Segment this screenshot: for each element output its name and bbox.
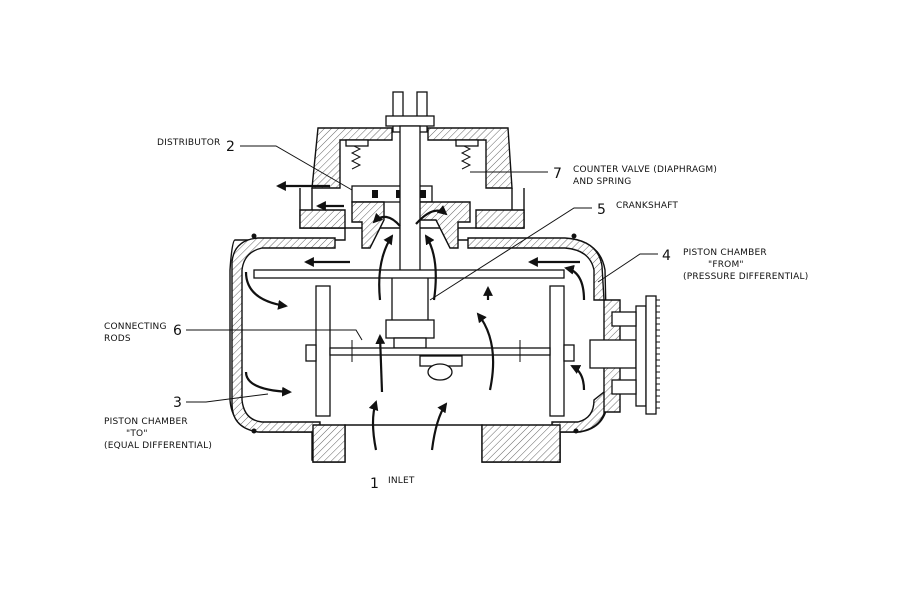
- bolt: [251, 233, 257, 239]
- spring-left: [350, 144, 362, 170]
- housing: [229, 227, 609, 463]
- flow-arrow: [476, 312, 495, 391]
- flow-arrow: [378, 234, 394, 301]
- label-piston-from-line1: PISTON CHAMBER: [683, 248, 767, 258]
- pistons: [253, 269, 575, 417]
- diaphragm-right: [455, 139, 479, 147]
- spring-right: [460, 144, 472, 170]
- flow-arrow: [415, 205, 448, 225]
- flow-arrow: [244, 371, 292, 397]
- label-counter-valve-number: 7: [553, 166, 562, 182]
- cap-right: [427, 127, 513, 189]
- gear-shaft: [635, 305, 647, 407]
- label-connecting-rods-number: 6: [173, 323, 182, 339]
- connecting-rods: [329, 340, 551, 381]
- port: [420, 190, 426, 198]
- piston-nut-right: [563, 344, 575, 362]
- distributor-neck-left: [299, 209, 346, 229]
- bolt: [573, 428, 579, 434]
- leader-piston-from: [597, 253, 658, 283]
- label-inlet-number: 1: [370, 476, 379, 492]
- gear-nut-bottom: [611, 379, 637, 395]
- label-piston-to-line2: "TO": [126, 429, 148, 439]
- bolt: [251, 428, 257, 434]
- rod-eye: [427, 363, 453, 381]
- gear-wheel: [645, 295, 657, 415]
- piston-right: [549, 285, 565, 417]
- label-piston-from-number: 4: [662, 248, 671, 264]
- gear-bushing: [589, 339, 637, 369]
- flow-arrow: [570, 365, 586, 391]
- label-piston-to-line1: PISTON CHAMBER: [104, 417, 188, 427]
- piston-nut-left: [305, 344, 317, 362]
- crankshaft: [385, 91, 435, 349]
- connecting-rod-bar: [329, 347, 551, 356]
- leader-distributor: [240, 145, 353, 191]
- housing-wall-right: [467, 237, 605, 301]
- cap-outline: [299, 188, 525, 229]
- label-crankshaft: CRANKSHAFT: [616, 201, 678, 211]
- gear-nut-top: [611, 311, 637, 327]
- flow-arrow: [368, 400, 379, 451]
- labels: DISTRIBUTOR 2 7 COUNTER VALVE (DIAPHRAGM…: [104, 138, 808, 492]
- flow-arrow: [430, 402, 448, 451]
- diaphragm-left: [345, 139, 369, 147]
- flow-arrows: [244, 181, 586, 451]
- housing-wall-left: [231, 237, 336, 461]
- piston-left: [315, 285, 331, 417]
- upper-plate: [253, 269, 565, 279]
- port: [396, 190, 402, 198]
- gear-teeth: [656, 299, 660, 409]
- distributor-body-left: [351, 201, 385, 249]
- label-connecting-rods-line1: CONNECTING: [104, 322, 167, 332]
- bolt: [571, 233, 577, 239]
- label-piston-to-number: 3: [173, 395, 182, 411]
- flow-arrow: [424, 234, 437, 301]
- shaft-collar: [385, 115, 435, 127]
- label-distributor: DISTRIBUTOR: [157, 138, 221, 148]
- label-connecting-rods-line2: RODS: [104, 334, 131, 344]
- crank-disc: [385, 319, 435, 339]
- port: [372, 190, 378, 198]
- inlet-flange-left: [312, 424, 346, 463]
- label-distributor-number: 2: [226, 139, 235, 155]
- flow-arrow: [372, 212, 401, 227]
- crank-pin: [393, 337, 427, 349]
- label-crankshaft-number: 5: [597, 202, 606, 218]
- shaft-tab-right: [416, 91, 428, 133]
- leader-piston-to: [186, 393, 269, 403]
- distributor-body-right: [415, 201, 471, 249]
- crank-hub: [391, 273, 429, 323]
- leader-connecting-rods: [186, 329, 363, 341]
- flow-arrow: [564, 264, 586, 301]
- label-counter-valve-line2: AND SPRING: [573, 177, 631, 187]
- label-piston-to-line3: (EQUAL DIFFERENTIAL): [104, 441, 212, 451]
- cap-left: [311, 127, 393, 189]
- gear-assembly: [589, 295, 660, 415]
- leader-lines: [186, 145, 658, 403]
- label-counter-valve-line1: COUNTER VALVE (DIAPHRAGM): [573, 165, 717, 175]
- leader-crankshaft: [429, 207, 592, 301]
- shaft-tab-left: [392, 91, 404, 133]
- flow-arrow: [375, 334, 386, 393]
- inlet-flange-right: [481, 424, 561, 463]
- shaft-rod: [399, 125, 421, 277]
- label-piston-from-line3: (PRESSURE DIFFERENTIAL): [683, 272, 808, 282]
- distributor-neck-right: [475, 209, 525, 229]
- flow-arrow: [244, 271, 288, 310]
- label-inlet: INLET: [388, 476, 415, 486]
- label-piston-from-line2: "FROM": [708, 260, 744, 270]
